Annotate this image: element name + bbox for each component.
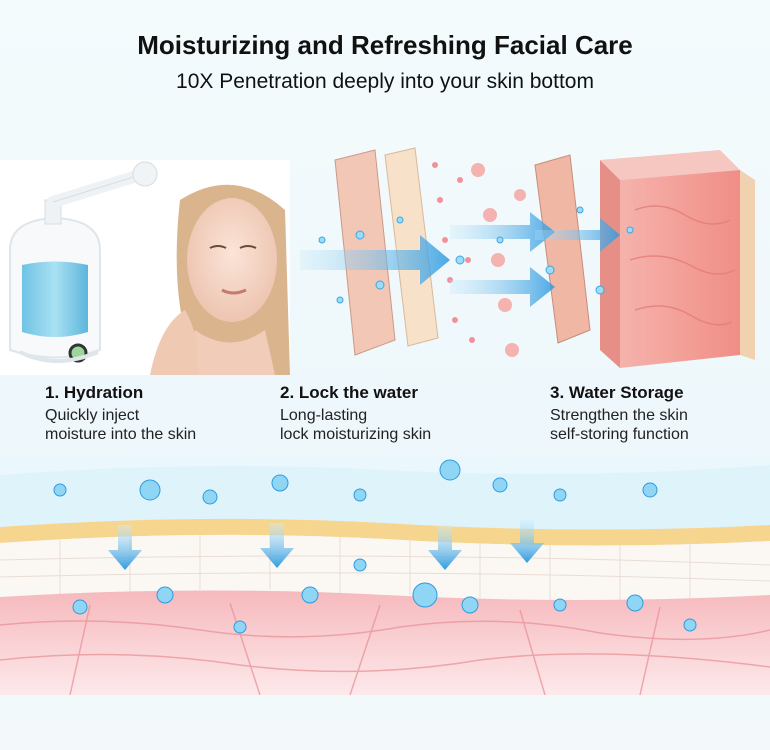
steamer-face-illustration — [0, 160, 290, 375]
step-description-line2: lock moisturizing skin — [280, 426, 432, 443]
step-water-storage: 3. Water Storage Strengthen the skin sel… — [550, 383, 760, 444]
step-description-line1: Quickly inject — [45, 407, 140, 424]
step-heading: 2. Lock the water — [280, 383, 418, 402]
page-title: Moisturizing and Refreshing Facial Care — [137, 30, 633, 60]
woman-face-icon — [150, 184, 290, 375]
skin-cross-section-icon — [0, 455, 770, 695]
skin-layers-icon — [300, 147, 755, 368]
page-subtitle: 10X Penetration deeply into your skin bo… — [176, 70, 594, 93]
step-heading: 1. Hydration — [45, 383, 144, 402]
step-description-line1: Strengthen the skin — [550, 407, 688, 424]
skin-layers-illustration — [300, 140, 770, 380]
step-description-line2: self-storing function — [550, 426, 689, 443]
step-hydration: 1. Hydration Quickly inject moisture int… — [45, 383, 275, 444]
step-heading: 3. Water Storage — [550, 383, 684, 402]
facial-steamer-icon — [9, 161, 158, 363]
step-description-line1: Long-lasting — [280, 407, 368, 424]
step-description-line2: moisture into the skin — [45, 426, 197, 443]
skin-cross-section-illustration — [0, 455, 770, 695]
step-lock-water: 2. Lock the water Long-lasting lock mois… — [280, 383, 530, 444]
